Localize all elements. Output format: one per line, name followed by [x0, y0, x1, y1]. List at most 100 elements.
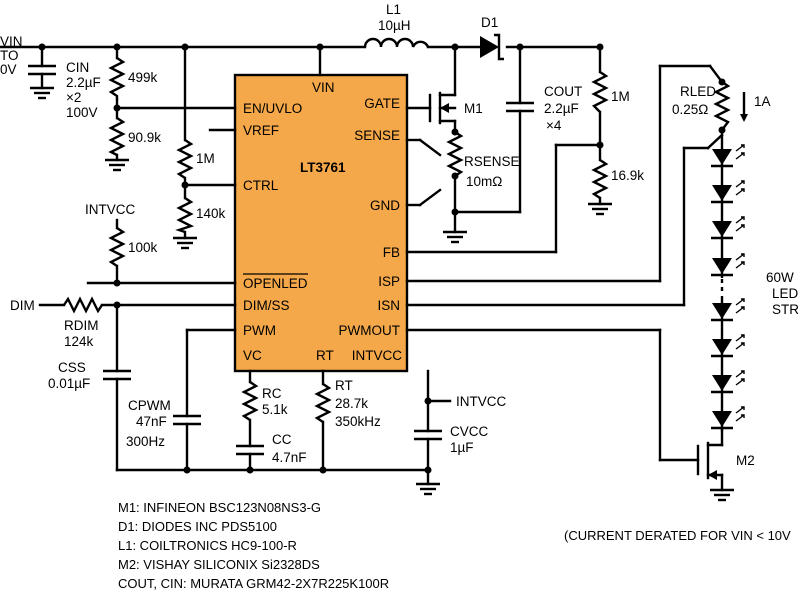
- rdim-label: RDIM: [64, 318, 99, 333]
- dim-label: DIM: [10, 298, 35, 313]
- led-icon: [709, 405, 746, 430]
- cvcc-label: CVCC: [450, 424, 489, 439]
- ic-pin-left: VREF: [243, 123, 279, 138]
- ic-body: [233, 73, 409, 373]
- led-icon: [709, 179, 746, 204]
- cvcc-value: 1µF: [450, 440, 474, 455]
- cc-value: 4.7nF: [272, 450, 307, 465]
- l1-inductor: [363, 37, 430, 48]
- ground-icon: [441, 230, 469, 244]
- r499k-resistor: [108, 57, 126, 100]
- r499k-label: 499k: [128, 70, 158, 85]
- r1m-ctrl-resistor: [176, 139, 194, 179]
- bom-line: COUT, CIN: MURATA GRM42-2X7R225K100R: [118, 576, 389, 591]
- cpwm-label: CPWM: [128, 398, 171, 413]
- rled-value: 0.25Ω: [672, 102, 708, 117]
- led-string-label: STRI: [772, 302, 800, 317]
- r1m-ctrl-label: 1M: [196, 151, 215, 166]
- current-label: 1A: [754, 94, 771, 109]
- rc-value: 5.1k: [262, 402, 288, 417]
- r100k-label: 100k: [128, 240, 158, 255]
- r909k-label: 90.9k: [128, 130, 161, 145]
- vin-to-label: TO: [0, 48, 19, 63]
- derate-note: (CURRENT DERATED FOR VIN < 10V: [564, 528, 791, 543]
- ground-icon: [708, 488, 736, 502]
- cc-label: CC: [272, 432, 292, 447]
- rsense-resistor: [446, 131, 464, 177]
- led-icon: [709, 215, 746, 240]
- m2-label: M2: [736, 453, 755, 468]
- rdim-resistor: [63, 296, 103, 314]
- cin-value: 2.2µF: [66, 75, 101, 90]
- l1-label: L1: [386, 2, 401, 17]
- ic-pin-right: PWMOUT: [339, 323, 401, 338]
- r140k-label: 140k: [196, 206, 226, 221]
- cpwm-freq: 300Hz: [126, 434, 165, 449]
- r909k-resistor: [108, 117, 126, 157]
- vin-range-end-label: 0V: [0, 62, 17, 77]
- ground-icon: [171, 236, 199, 250]
- led-power-label: 60W: [766, 270, 794, 285]
- rt-freq: 350kHz: [335, 414, 381, 429]
- rsense-value: 10mΩ: [466, 174, 502, 189]
- cout-label: COUT: [544, 84, 582, 99]
- ic-pin-right: FB: [383, 245, 400, 260]
- led-icon: [709, 333, 746, 358]
- led-icon: [709, 297, 746, 322]
- r1m-fb-label: 1M: [611, 89, 630, 104]
- rled-label: RLED: [680, 84, 716, 99]
- rt-value: 28.7k: [335, 396, 368, 411]
- cin-volt: 100V: [66, 105, 98, 120]
- ic-pin-left: CTRL: [243, 178, 279, 193]
- r140k-resistor: [175, 197, 195, 234]
- ground-icon: [103, 158, 131, 172]
- bom-line: M1: INFINEON BSC123N08NS3-G: [118, 500, 321, 515]
- rsense-label: RSENSE: [464, 154, 520, 169]
- led-icon: [709, 143, 746, 168]
- cout-mult: ×4: [546, 118, 562, 133]
- ground-icon: [414, 482, 442, 496]
- ground-icon: [28, 86, 56, 100]
- ic-pin-left: VC: [243, 348, 262, 363]
- ic-pin-right: GATE: [364, 96, 400, 111]
- ic-pin-right: INTVCC: [352, 348, 403, 363]
- r100k-resistor: [108, 227, 126, 267]
- d1-schottky-diode: [480, 36, 499, 58]
- led-icon: [709, 252, 746, 277]
- ic-pin-left: OPENLED: [243, 276, 308, 291]
- bom-line: M2: VISHAY SILICONIX Si2328DS: [118, 557, 320, 572]
- m2-nmos-transistor: [708, 470, 717, 480]
- ic-pin-right: GND: [370, 198, 400, 213]
- cpwm-value: 47nF: [136, 414, 167, 429]
- cin-mult: ×2: [66, 90, 81, 105]
- intvcc-right-label: INTVCC: [456, 394, 507, 409]
- ic-pin-right: ISN: [377, 298, 400, 313]
- r169k-resistor: [591, 159, 609, 199]
- led-word-label: LED: [772, 286, 799, 301]
- intvcc-top-label: INTVCC: [85, 202, 136, 217]
- ic-pin-vin: VIN: [312, 80, 335, 95]
- ic-pin-rt: RT: [316, 348, 334, 363]
- cin-label: CIN: [66, 60, 89, 75]
- rt-label: RT: [335, 378, 353, 393]
- ic-pin-left: DIM/SS: [243, 298, 290, 313]
- rt-resistor: [314, 383, 332, 423]
- d1-label: D1: [481, 15, 498, 30]
- r169k-label: 16.9k: [611, 168, 644, 183]
- ic-pin-left: PWM: [243, 323, 276, 338]
- ic-pin-right: SENSE: [354, 128, 400, 143]
- rc-resistor: [241, 381, 259, 421]
- cout-value: 2.2µF: [544, 101, 579, 116]
- ic-pin-right: ISP: [378, 274, 400, 289]
- css-value: 0.01µF: [48, 376, 90, 391]
- rled-resistor: [713, 81, 731, 131]
- ic-name: LT3761: [300, 160, 346, 175]
- l1-value: 10µH: [378, 18, 411, 33]
- ground-icon: [586, 202, 614, 216]
- r1m-fb-resistor: [591, 71, 609, 113]
- ic-pin-left: EN/UVLO: [243, 101, 302, 116]
- led-icon: [709, 369, 746, 394]
- m1-label: M1: [464, 101, 483, 116]
- bom-line: L1: COILTRONICS HC9-100-R: [118, 538, 297, 553]
